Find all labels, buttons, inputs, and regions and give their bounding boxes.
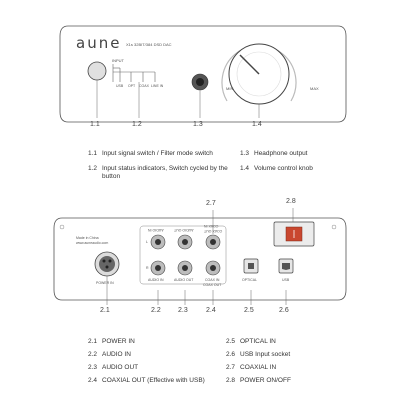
callout-2-8: 2.8 <box>286 198 296 205</box>
website-label: www.auneaudio.com <box>76 241 109 245</box>
indicator-usb: USB <box>116 84 124 88</box>
min-label: MIN <box>226 86 234 91</box>
callout-1-2: 1.2 <box>132 121 142 128</box>
coax-in-label: COAX IN <box>205 278 220 282</box>
audio-in-top-label: AUDIO IN <box>148 228 164 232</box>
input-label: INPUT <box>112 58 124 63</box>
callout-1-1: 1.1 <box>90 121 100 128</box>
callout-1-4: 1.4 <box>252 121 262 128</box>
audio-in-label: AUDIO IN <box>148 278 164 282</box>
callout-2-5: 2.5 <box>244 307 254 314</box>
channel-l-label: L <box>146 240 148 244</box>
power-in-label: POWER IN <box>96 281 114 285</box>
rca-coax-in <box>205 234 221 250</box>
callout-2-2: 2.2 <box>151 307 161 314</box>
rca-audio-out-l <box>177 234 193 250</box>
indicator-coax: COAX <box>139 84 149 88</box>
max-label: MAX <box>310 86 319 91</box>
callout-2-7: 2.7 <box>206 200 216 207</box>
coax-out-top-label: COAX OUT <box>204 229 223 233</box>
rca-coax-out <box>205 260 221 276</box>
channel-r-label: R <box>146 266 149 270</box>
input-button <box>87 61 107 81</box>
coax-out-label: COAX OUT <box>203 283 222 287</box>
usb-label: USB <box>282 278 290 282</box>
callout-2-3: 2.3 <box>178 307 188 314</box>
audio-out-top-label: AUDIO OUT <box>174 228 194 232</box>
model-name: X1s 32BIT/384 DSD DAC <box>126 42 172 47</box>
brand-logo: aune <box>76 34 122 52</box>
coax-in-top-label: COAX IN <box>204 224 219 228</box>
indicator-opt: OPT <box>128 84 136 88</box>
callout-2-6: 2.6 <box>279 307 289 314</box>
optical-label: OPTICAL <box>242 278 257 282</box>
callout-1-3: 1.3 <box>193 121 203 128</box>
rear-panel <box>53 217 347 301</box>
callout-2-4: 2.4 <box>206 307 216 314</box>
callout-2-1: 2.1 <box>100 307 110 314</box>
rca-audio-in-l <box>150 234 166 250</box>
indicator-line-in: LINE IN <box>151 84 164 88</box>
made-in-label: Made in China <box>76 236 99 240</box>
rca-audio-in-r <box>150 260 166 276</box>
rca-audio-out-r <box>177 260 193 276</box>
audio-out-label: AUDIO OUT <box>174 278 194 282</box>
